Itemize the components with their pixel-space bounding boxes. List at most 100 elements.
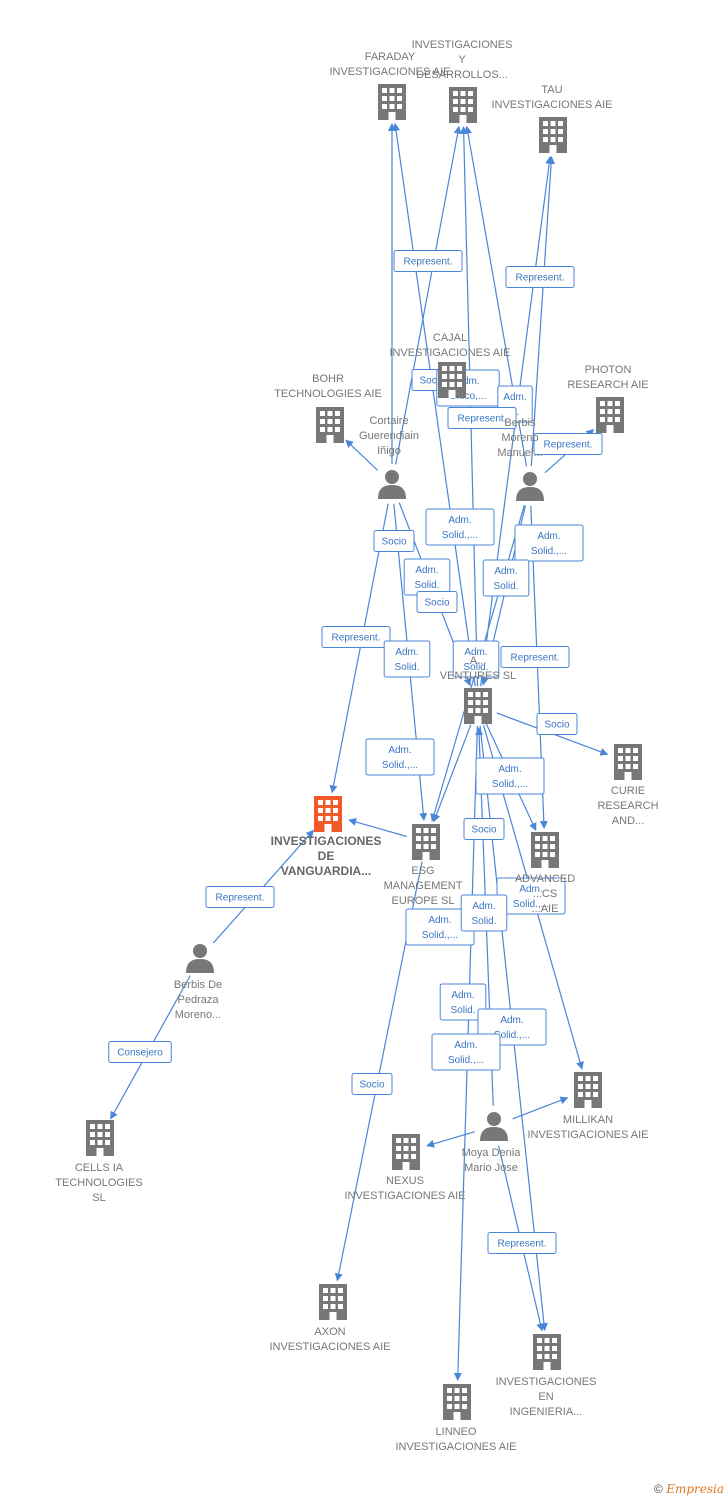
- edge-label[interactable]: Socio: [536, 713, 578, 735]
- node-label: VENTURES SL: [440, 670, 516, 682]
- edge-label[interactable]: Adm.Solid.: [460, 894, 508, 932]
- edge-label-box: [425, 508, 495, 546]
- node-label: INVESTIGACIONES AIE: [491, 99, 612, 111]
- building-icon: [531, 832, 559, 868]
- edge-ventures-to-faraday: [392, 122, 476, 687]
- edge-cortaire-to-iyd: [395, 125, 462, 465]
- edge-label[interactable]: Represent.: [487, 1232, 557, 1254]
- edge-label-text: Represent.: [544, 440, 593, 451]
- brand-logo[interactable]: Empresia: [666, 1482, 724, 1496]
- edge-label[interactable]: Adm.Solid.: [403, 558, 451, 596]
- edge-label-box: [533, 433, 603, 455]
- edge-label-text: Represent.: [458, 414, 507, 425]
- edge-label-text: Socio: [419, 376, 444, 387]
- edge-label[interactable]: Adm.Solid.,...: [425, 508, 495, 546]
- edge-label-text: Adm.: [454, 1040, 477, 1051]
- node-ventures[interactable]: A... VENTURES SL: [440, 655, 516, 724]
- node-label: Moreno...: [175, 1009, 221, 1021]
- edge-label[interactable]: Socio: [416, 591, 458, 613]
- node-label: CELLS IA: [75, 1162, 124, 1174]
- node-label: BOHR: [312, 373, 344, 385]
- node-label: A...: [470, 655, 487, 667]
- edge-label[interactable]: Represent.: [205, 886, 275, 908]
- node-iyd[interactable]: INVESTIGACIONESYDESARROLLOS...: [412, 39, 513, 123]
- edge-label[interactable]: Represent.: [393, 250, 463, 272]
- edge-label[interactable]: Adm.Solid.: [383, 640, 431, 678]
- node-label: Mario Jose: [464, 1162, 518, 1174]
- node-berbis1[interactable]: BerbisMorenoManuel...: [497, 417, 544, 501]
- node-vanguardia[interactable]: INVESTIGACIONESDEVANGUARDIA...: [271, 796, 382, 878]
- edge-label-box: [205, 886, 275, 908]
- edge-label[interactable]: Adm.Solid.: [439, 983, 487, 1021]
- building-icon: [412, 824, 440, 860]
- edge-label-text: Solid.: [493, 581, 518, 592]
- edge-label[interactable]: Represent.: [500, 646, 570, 668]
- edge-label[interactable]: Adm.Solid.,...: [514, 524, 584, 562]
- edge-label[interactable]: Consejero: [108, 1041, 172, 1063]
- node-ingenieria[interactable]: INVESTIGACIONESENINGENIERIA...: [496, 1334, 597, 1418]
- node-label: INVESTIGACIONES: [271, 834, 382, 848]
- edge-label[interactable]: Socio: [463, 818, 505, 840]
- edge-label[interactable]: Adm.Solid.,...: [496, 877, 566, 915]
- node-curie[interactable]: CURIERESEARCHAND...: [597, 744, 659, 827]
- node-label: ESG: [411, 865, 434, 877]
- edge-label[interactable]: Adm.Solid.,...: [365, 738, 435, 776]
- node-label: TAU: [541, 84, 562, 96]
- edge-label[interactable]: Socio: [351, 1073, 393, 1095]
- edge-label-text: Consejero: [117, 1048, 163, 1059]
- edge-label-text: Adm.: [472, 901, 495, 912]
- edge-label-text: Solid.,...: [492, 779, 528, 790]
- edge-label[interactable]: Socio: [373, 530, 415, 552]
- edge-moya-to-millikan: [512, 1096, 569, 1120]
- edge-label-text: Adm.: [519, 884, 542, 895]
- node-label: RESEARCH: [597, 800, 658, 812]
- node-tau[interactable]: TAU INVESTIGACIONES AIE: [491, 84, 613, 153]
- edge-label-text: Adm.: [428, 915, 451, 926]
- edge-label[interactable]: Represent.: [505, 266, 575, 288]
- node-berbis2[interactable]: Berbis De PedrazaMoreno...: [174, 944, 222, 1021]
- node-label: INVESTIGACIONES: [412, 39, 513, 51]
- building-icon: [319, 1284, 347, 1320]
- edge-label-box: [482, 559, 530, 597]
- edge-label-box: [383, 640, 431, 678]
- edge-label-text: Solid.: [414, 580, 439, 591]
- node-label: Berbis De: [174, 979, 222, 991]
- node-label: DE: [318, 849, 335, 863]
- edge-label-text: Adm.: [448, 515, 471, 526]
- edge-label[interactable]: Adm.Solid.: [482, 559, 530, 597]
- edge-label-text: Solid.: [450, 1005, 475, 1016]
- edge-label[interactable]: Represent.: [447, 407, 517, 429]
- building-icon: [533, 1334, 561, 1370]
- node-label: NEXUS: [386, 1175, 424, 1187]
- node-label: ...AIE: [532, 903, 559, 915]
- edge-label[interactable]: Adm.Solid.: [452, 640, 500, 678]
- edge-label[interactable]: Represent.: [321, 626, 391, 648]
- edge-label-box: [108, 1041, 172, 1063]
- node-label: Berbis: [504, 417, 536, 429]
- node-advanced[interactable]: ADVANCED...CS...AIE: [515, 832, 575, 915]
- node-label: Moya Denia: [462, 1147, 522, 1159]
- edge-label-text: Adm.: [500, 1015, 523, 1026]
- footer-credit: © Empresia: [654, 1482, 724, 1496]
- node-label: Y: [458, 54, 466, 66]
- edge-label[interactable]: Adm.Solid.,...: [431, 1033, 501, 1071]
- edge-label[interactable]: Adm.Solid.,...: [405, 908, 475, 946]
- edge-label-text: Socio: [544, 720, 569, 731]
- node-label: Pedraza: [178, 994, 220, 1006]
- building-icon: [596, 397, 624, 433]
- edge-label[interactable]: Represent.: [533, 433, 603, 455]
- node-label: Iñigo: [377, 445, 401, 457]
- edge-label[interactable]: Adm.Solid.,...: [475, 757, 545, 795]
